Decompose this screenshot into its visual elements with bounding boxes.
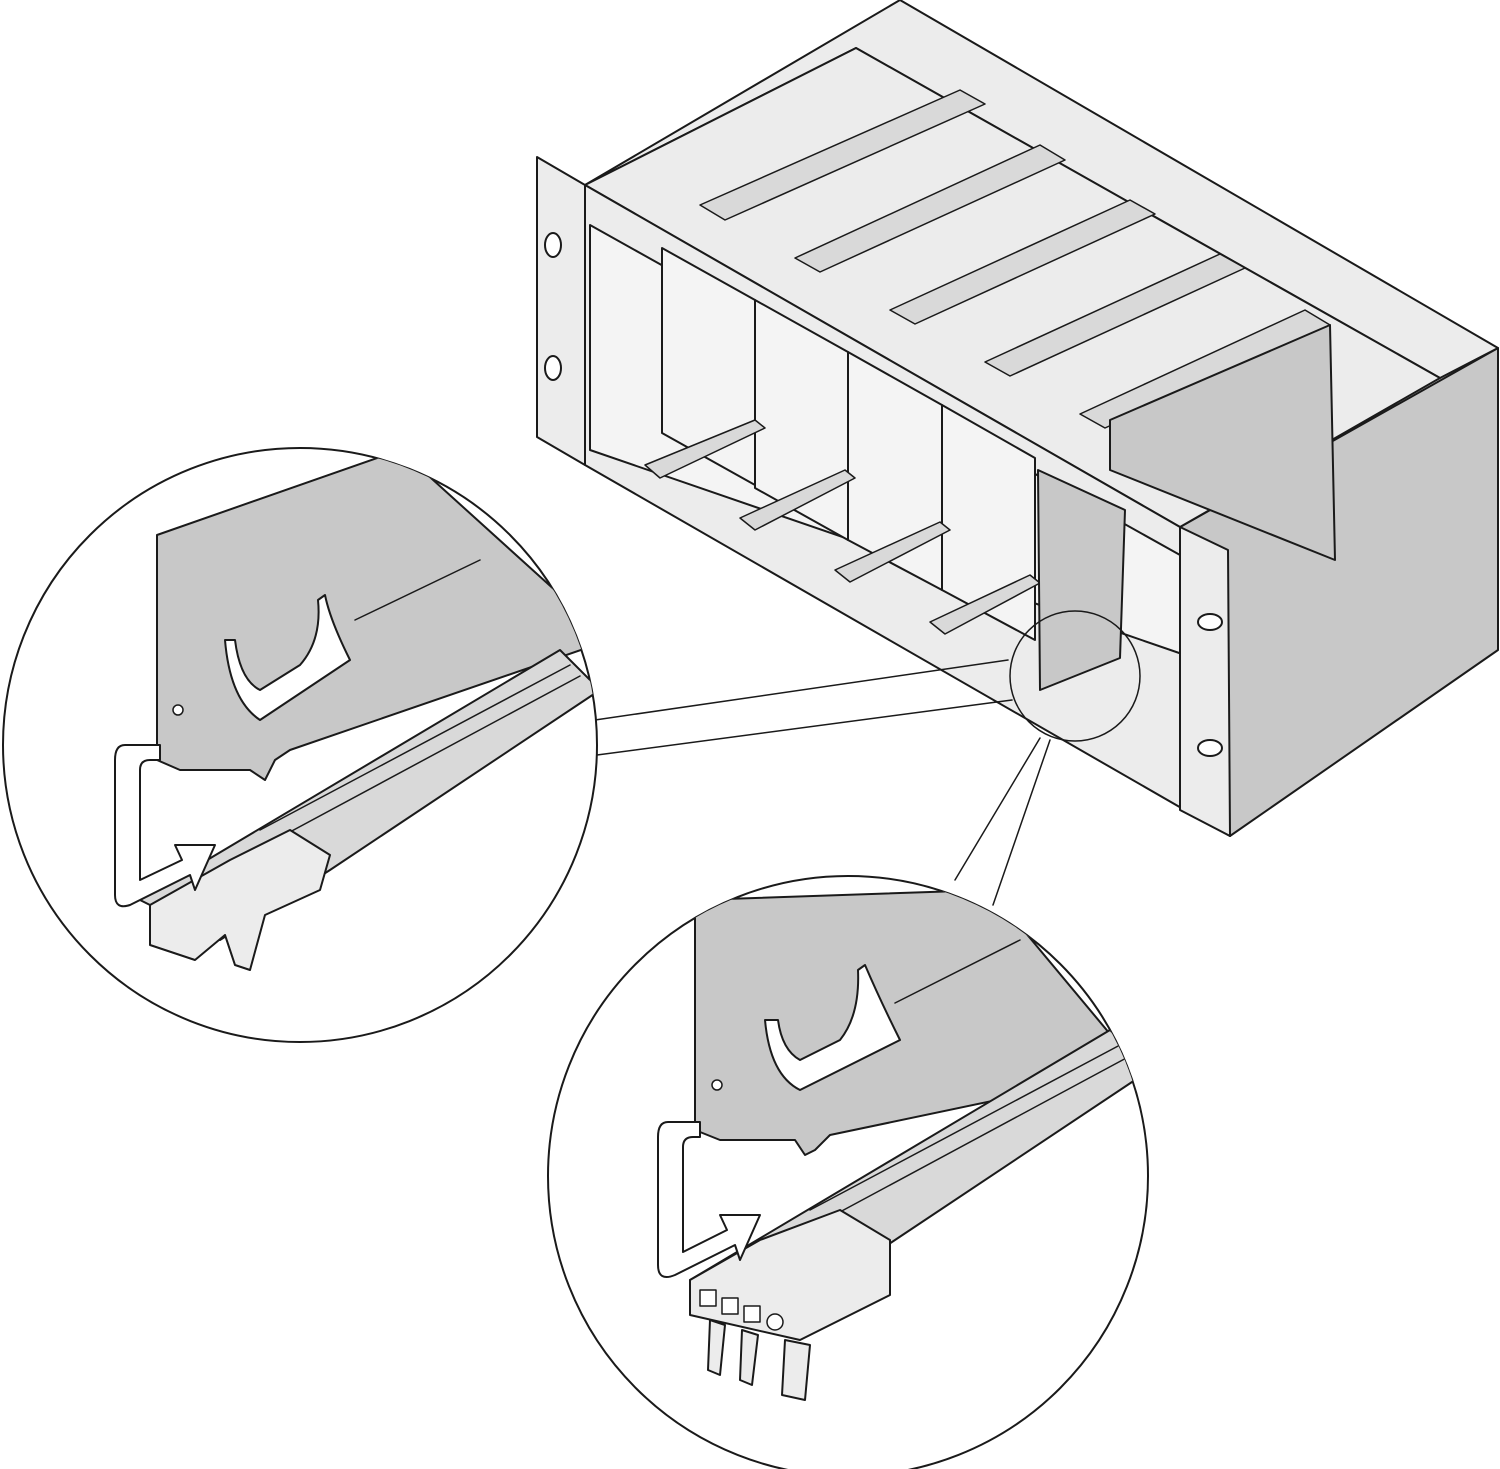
- guide-rail: [984, 253, 1246, 377]
- mounting-hole-icon: [1197, 613, 1223, 631]
- guide-rail: [794, 144, 1066, 273]
- coded-rail-clip: [689, 1209, 891, 1341]
- guide-rail: [644, 419, 766, 479]
- clip-leg: [739, 1329, 759, 1386]
- mounting-hole-icon: [544, 355, 562, 381]
- guide-rail: [699, 89, 986, 221]
- mounting-ear-left: [536, 156, 586, 466]
- mounting-ear-right: [1179, 526, 1231, 837]
- mounting-hole-icon: [1197, 739, 1223, 757]
- clip-leg: [781, 1339, 811, 1401]
- panel-bracket: [224, 594, 351, 721]
- insertion-arrow-icon: [114, 744, 216, 908]
- detail-view-a: [2, 447, 598, 1043]
- insertion-arrow-icon: [657, 1121, 761, 1278]
- leader-lines: [594, 659, 1051, 906]
- guide-rail: [834, 521, 951, 583]
- detail-marker: [1009, 610, 1141, 742]
- guide-rail: [889, 199, 1156, 325]
- front-panel: [1037, 469, 1126, 691]
- plug-in-boards: [644, 89, 1331, 641]
- guide-rail: [739, 469, 856, 531]
- subrack: [536, 0, 1499, 837]
- mounting-hole-icon: [544, 232, 562, 258]
- rail-clip: [149, 829, 331, 971]
- panel-screw-hole-icon: [711, 1079, 723, 1091]
- panel-screw-hole-icon: [172, 704, 184, 716]
- coding-keys: [699, 1289, 784, 1331]
- detail-view-b: [547, 875, 1149, 1469]
- rear-board: [1109, 324, 1336, 561]
- clip-leg: [707, 1319, 726, 1376]
- panel-bracket: [764, 964, 901, 1091]
